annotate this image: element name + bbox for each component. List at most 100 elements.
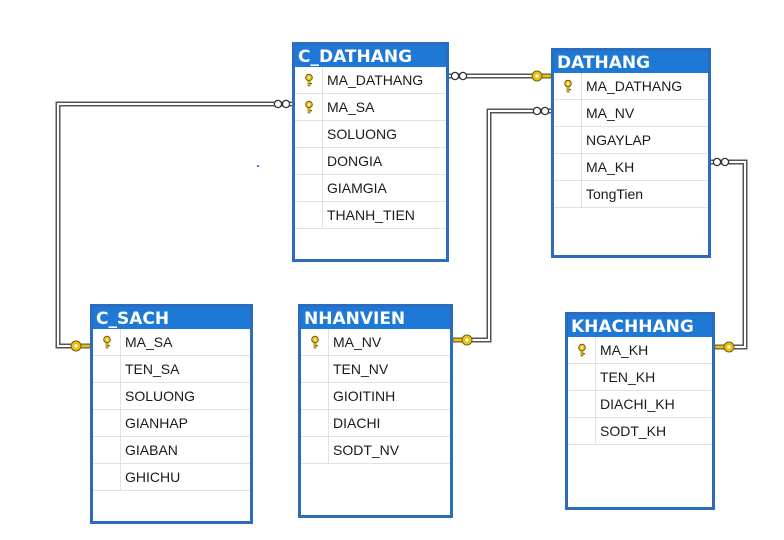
column-row[interactable]: MA_NV bbox=[554, 100, 708, 127]
column-row[interactable]: TEN_SA bbox=[93, 356, 250, 383]
column-name: TEN_SA bbox=[125, 361, 180, 377]
column-name: GIOITINH bbox=[333, 388, 396, 404]
column-name: GIAMGIA bbox=[327, 180, 387, 196]
infinity-icon bbox=[712, 157, 730, 167]
column-row[interactable]: GIABAN bbox=[93, 437, 250, 464]
column-row[interactable]: GHICHU bbox=[93, 464, 250, 491]
column-row[interactable]: TEN_KH bbox=[568, 364, 712, 391]
column-name: MA_DATHANG bbox=[327, 72, 424, 88]
column-row[interactable]: SODT_NV bbox=[301, 437, 450, 464]
row-selector bbox=[301, 383, 329, 409]
row-selector bbox=[568, 418, 596, 444]
row-selector bbox=[301, 410, 329, 436]
column-row[interactable]: DIACHI_KH bbox=[568, 391, 712, 418]
infinity-icon bbox=[532, 106, 550, 116]
column-name: DIACHI bbox=[333, 415, 381, 431]
key-icon bbox=[452, 334, 473, 346]
infinity-icon bbox=[273, 99, 291, 109]
key-icon bbox=[295, 94, 323, 120]
column-row[interactable]: MA_SA bbox=[295, 94, 446, 121]
column-row[interactable]: GIAMGIA bbox=[295, 175, 446, 202]
column-name: MA_DATHANG bbox=[586, 78, 683, 94]
column-row[interactable]: NGAYLAP bbox=[554, 127, 708, 154]
key-icon bbox=[554, 73, 582, 99]
column-row[interactable]: SODT_KH bbox=[568, 418, 712, 445]
column-row[interactable]: GIOITINH bbox=[301, 383, 450, 410]
row-selector bbox=[568, 364, 596, 390]
column-row[interactable]: MA_KH bbox=[568, 337, 712, 364]
key-icon bbox=[301, 329, 329, 355]
table-title[interactable]: C_DATHANG bbox=[295, 45, 446, 67]
key-icon bbox=[568, 337, 596, 363]
column-row[interactable]: THANH_TIEN bbox=[295, 202, 446, 229]
relationship-line[interactable] bbox=[449, 70, 552, 82]
column-name: SODT_NV bbox=[333, 442, 400, 458]
relationship-line[interactable] bbox=[55, 99, 292, 352]
column-name: DIACHI_KH bbox=[600, 396, 675, 412]
column-row[interactable]: MA_SA bbox=[93, 329, 250, 356]
column-name: MA_KH bbox=[586, 159, 635, 175]
row-selector bbox=[93, 410, 121, 436]
row-selector bbox=[554, 181, 582, 207]
row-selector bbox=[301, 356, 329, 382]
column-name: THANH_TIEN bbox=[327, 207, 415, 223]
row-selector bbox=[93, 383, 121, 409]
column-name: MA_NV bbox=[333, 334, 382, 350]
row-selector bbox=[295, 175, 323, 201]
column-row[interactable]: MA_DATHANG bbox=[295, 67, 446, 94]
column-name: SODT_KH bbox=[600, 423, 667, 439]
column-name: SOLUONG bbox=[327, 126, 398, 142]
table-title[interactable]: C_SACH bbox=[93, 307, 250, 329]
column-name: TEN_NV bbox=[333, 361, 389, 377]
row-selector bbox=[93, 464, 121, 490]
column-row[interactable]: MA_DATHANG bbox=[554, 73, 708, 100]
column-row[interactable]: DIACHI bbox=[301, 410, 450, 437]
key-icon bbox=[70, 340, 91, 352]
row-selector bbox=[93, 356, 121, 382]
key-icon bbox=[531, 70, 552, 82]
table-c-dathang[interactable]: C_DATHANG MA_DATHANG MA_SA SOLUONG DONGIA GIA… bbox=[292, 42, 449, 262]
column-row[interactable]: TEN_NV bbox=[301, 356, 450, 383]
row-selector bbox=[295, 121, 323, 147]
infinity-icon bbox=[450, 71, 468, 81]
row-selector bbox=[554, 127, 582, 153]
column-row[interactable]: SOLUONG bbox=[93, 383, 250, 410]
column-name: TongTien bbox=[586, 186, 644, 202]
column-name: NGAYLAP bbox=[586, 132, 652, 148]
table-khachhang[interactable]: KHACHHANG MA_KH TEN_KH DIACHI_KH SODT_KH bbox=[565, 312, 715, 510]
row-selector bbox=[554, 154, 582, 180]
table-title[interactable]: DATHANG bbox=[554, 51, 708, 73]
row-selector bbox=[93, 437, 121, 463]
column-name: GHICHU bbox=[125, 469, 181, 485]
column-name: TEN_KH bbox=[600, 369, 656, 385]
column-name: MA_SA bbox=[327, 99, 375, 115]
key-icon bbox=[93, 329, 121, 355]
row-selector bbox=[301, 437, 329, 463]
column-name: GIANHAP bbox=[125, 415, 189, 431]
table-title[interactable]: KHACHHANG bbox=[568, 315, 712, 337]
row-selector bbox=[295, 202, 323, 228]
table-nhanvien[interactable]: NHANVIEN MA_NV TEN_NV GIOITINH DIACHI SODT_NV bbox=[298, 304, 453, 518]
column-name: MA_SA bbox=[125, 334, 173, 350]
column-row[interactable]: MA_KH bbox=[554, 154, 708, 181]
column-name: MA_NV bbox=[586, 105, 635, 121]
column-name: GIABAN bbox=[125, 442, 178, 458]
column-name: MA_KH bbox=[600, 342, 649, 358]
stray-dot bbox=[257, 165, 259, 167]
column-name: SOLUONG bbox=[125, 388, 196, 404]
column-name: DONGIA bbox=[327, 153, 383, 169]
relationship-line[interactable] bbox=[711, 157, 748, 353]
column-row[interactable]: SOLUONG bbox=[295, 121, 446, 148]
column-row[interactable]: GIANHAP bbox=[93, 410, 250, 437]
table-dathang[interactable]: DATHANG MA_DATHANG MA_NV NGAYLAP MA_KH TongTi… bbox=[551, 48, 711, 258]
column-row[interactable]: DONGIA bbox=[295, 148, 446, 175]
table-title[interactable]: NHANVIEN bbox=[301, 307, 450, 329]
column-row[interactable]: MA_NV bbox=[301, 329, 450, 356]
relationship-line[interactable] bbox=[452, 106, 551, 346]
key-icon bbox=[295, 67, 323, 93]
row-selector bbox=[554, 100, 582, 126]
table-c-sach[interactable]: C_SACH MA_SA TEN_SA SOLUONG GIANHAP GIABAN GHI… bbox=[90, 304, 253, 524]
key-icon bbox=[714, 341, 735, 353]
column-row[interactable]: TongTien bbox=[554, 181, 708, 208]
